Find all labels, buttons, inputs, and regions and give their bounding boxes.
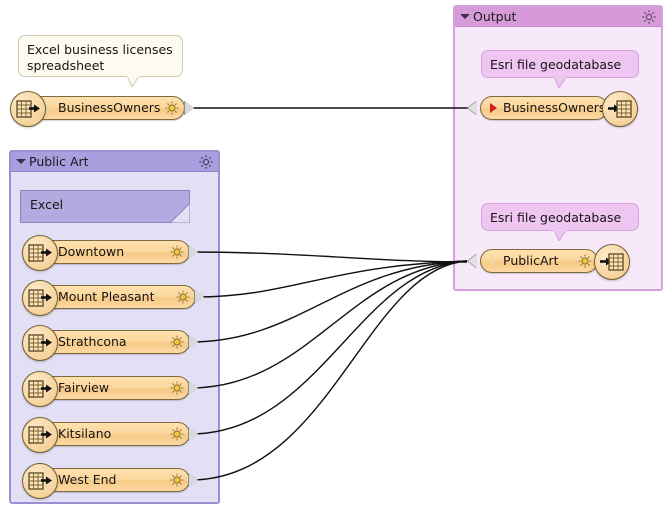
chevron-down-icon[interactable] bbox=[459, 11, 470, 22]
group-public-art-header[interactable]: Public Art bbox=[11, 152, 218, 172]
table-export-icon bbox=[22, 463, 58, 499]
gear-icon[interactable] bbox=[169, 334, 185, 350]
table-export-icon bbox=[22, 280, 58, 316]
table-export-icon bbox=[10, 91, 46, 127]
table-export-icon bbox=[22, 371, 58, 407]
table-import-icon bbox=[602, 91, 638, 127]
output-port-strathcona[interactable] bbox=[189, 335, 198, 349]
output-port-business-owners-source[interactable] bbox=[185, 101, 194, 115]
connector-fairview bbox=[189, 260, 468, 389]
node-public-art-out[interactable]: PublicArt bbox=[480, 249, 598, 273]
input-port-business-owners-out[interactable] bbox=[468, 101, 477, 115]
node-label: BusinessOwners bbox=[503, 100, 606, 115]
run-triangle-icon[interactable] bbox=[488, 102, 500, 114]
connector-strathcona bbox=[189, 260, 468, 343]
node-label: Strathcona bbox=[58, 334, 127, 349]
group-public-art-title: Public Art bbox=[29, 153, 89, 169]
table-export-icon bbox=[22, 325, 58, 361]
gear-icon[interactable] bbox=[169, 380, 185, 396]
gear-icon[interactable] bbox=[169, 244, 185, 260]
chevron-down-icon[interactable] bbox=[15, 156, 26, 167]
gear-icon[interactable] bbox=[169, 472, 185, 488]
note-public-art-format: Excel bbox=[20, 190, 191, 224]
callout-tail bbox=[126, 76, 140, 87]
connector-mount-pleasant bbox=[195, 260, 468, 298]
node-label: Fairview bbox=[58, 380, 110, 395]
connector-kitsilano bbox=[189, 260, 468, 435]
callout-tail bbox=[553, 77, 567, 88]
output-port-downtown[interactable] bbox=[189, 245, 198, 259]
node-label: Mount Pleasant bbox=[58, 289, 155, 304]
group-output-title: Output bbox=[473, 8, 517, 24]
table-import-icon bbox=[594, 244, 630, 280]
callout-tail bbox=[553, 230, 567, 241]
callout-business-owners-output: Esri file geodatabase bbox=[481, 50, 639, 88]
run-triangle-icon[interactable] bbox=[488, 255, 500, 267]
connector-west-end bbox=[189, 260, 468, 481]
input-port-public-art-out[interactable] bbox=[468, 254, 477, 268]
node-label: Kitsilano bbox=[58, 426, 112, 441]
callout-public-art-output: Esri file geodatabase bbox=[481, 203, 639, 241]
table-export-icon bbox=[22, 417, 58, 453]
callout-text: Excel business licenses spreadsheet bbox=[27, 42, 173, 73]
table-export-icon bbox=[22, 235, 58, 271]
node-business-owners-out[interactable]: BusinessOwners bbox=[480, 96, 620, 120]
node-business-owners-source[interactable]: BusinessOwners bbox=[28, 96, 185, 120]
output-port-west-end[interactable] bbox=[189, 473, 198, 487]
callout-text: Esri file geodatabase bbox=[490, 210, 622, 225]
gear-icon[interactable] bbox=[169, 426, 185, 442]
connector-downtown bbox=[189, 251, 468, 263]
gear-icon[interactable] bbox=[164, 100, 180, 116]
gear-icon[interactable] bbox=[175, 289, 191, 305]
output-port-fairview[interactable] bbox=[189, 381, 198, 395]
gear-icon[interactable] bbox=[641, 9, 657, 25]
note-text: Excel bbox=[30, 197, 64, 212]
gear-icon[interactable] bbox=[577, 253, 593, 269]
callout-text: Esri file geodatabase bbox=[490, 57, 622, 72]
output-port-mount-pleasant[interactable] bbox=[195, 290, 204, 304]
gear-icon[interactable] bbox=[198, 154, 214, 170]
folded-corner-icon bbox=[168, 201, 191, 224]
node-label: Downtown bbox=[58, 244, 125, 259]
node-label: BusinessOwners bbox=[58, 100, 161, 115]
node-label: PublicArt bbox=[503, 253, 559, 268]
callout-business-owners-source: Excel business licenses spreadsheet bbox=[18, 35, 183, 87]
output-port-kitsilano[interactable] bbox=[189, 427, 198, 441]
group-output-header[interactable]: Output bbox=[455, 7, 661, 27]
run-triangle-icon[interactable] bbox=[43, 102, 55, 114]
node-label: West End bbox=[58, 472, 117, 487]
